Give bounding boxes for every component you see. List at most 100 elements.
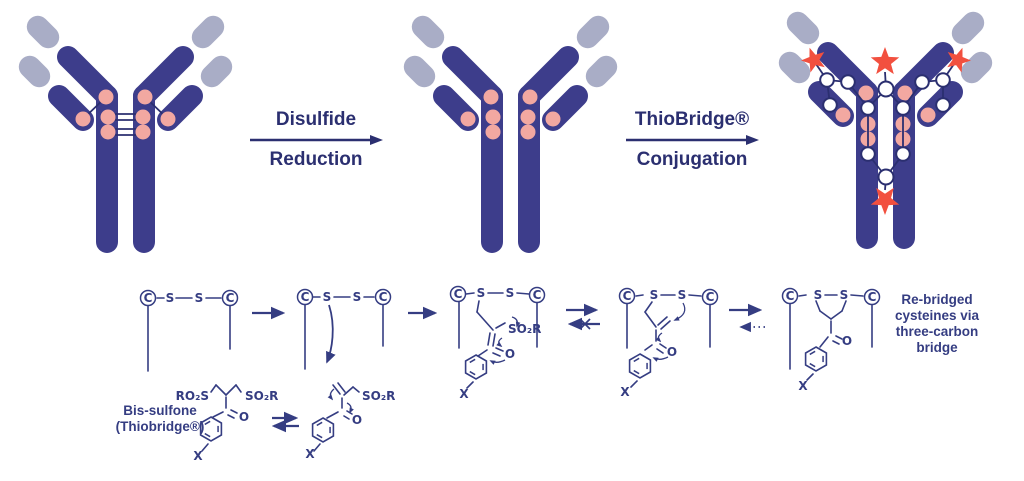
cysteine-c-circle — [449, 285, 467, 303]
atom-c: C — [226, 291, 235, 305]
antibody-body — [403, 15, 618, 253]
cysteine-c-circle — [139, 289, 157, 307]
mechanism-bonds — [147, 292, 873, 452]
atom-x: X — [193, 449, 203, 463]
mechanism-curved-arrow — [496, 337, 503, 348]
atom-c: C — [706, 290, 715, 304]
cysteine-dot — [100, 124, 116, 140]
cysteine-dot — [485, 109, 501, 125]
cysteine-dot — [920, 107, 936, 123]
result-label: Re-bridged cysteines via three-carbon br… — [882, 292, 992, 356]
cysteine-dot — [545, 111, 561, 127]
atom-ro2s: RO₂S — [176, 389, 209, 403]
linker-bead — [935, 72, 951, 88]
step-thiobridge-conjugation: ThioBridge® Conjugation — [623, 109, 761, 171]
atom-c: C — [868, 290, 877, 304]
benzene-ring — [199, 416, 223, 442]
atom-so2r: SO₂R — [245, 389, 278, 403]
payload-star-icon — [947, 47, 971, 73]
atom-o: O — [842, 334, 852, 348]
antibody-native — [18, 15, 233, 253]
reagent-label: Bis-sulfone (Thiobridge®) — [98, 403, 222, 435]
atom-s: S — [195, 291, 204, 305]
cysteine-c-circle — [701, 288, 719, 306]
mechanism-curved-arrow — [346, 402, 354, 414]
cross-icon — [579, 318, 591, 330]
antibody-body — [18, 15, 233, 253]
cysteine-c-circle — [618, 287, 636, 305]
benzene-ring — [804, 346, 828, 372]
result-label-line: three-carbon — [895, 324, 979, 339]
mechanism-curved-arrow — [511, 316, 521, 328]
linker-bead — [860, 100, 876, 116]
linker-bead — [895, 146, 911, 162]
step-label-bottom: Conjugation — [636, 149, 748, 170]
antibody-conjugated — [778, 11, 993, 249]
cysteine-dot — [522, 89, 538, 105]
result-label-line: Re-bridged — [901, 292, 973, 307]
cysteine-c-circle — [781, 287, 799, 305]
linker-bead — [819, 72, 835, 88]
benzene-ring — [311, 417, 335, 443]
atom-c: C — [379, 290, 388, 304]
cysteine-dot — [858, 85, 874, 101]
right-arrow-icon — [249, 135, 383, 145]
cysteine-dot — [98, 89, 114, 105]
mechanism-curved-arrow — [652, 356, 669, 362]
atom-o: O — [667, 345, 677, 359]
atom-x: X — [620, 385, 630, 399]
mechanism-curved-arrow — [489, 359, 506, 365]
reagent-label-line: Bis-sulfone — [123, 403, 197, 418]
atom-x: X — [798, 379, 808, 393]
step-label-bottom: Reduction — [269, 149, 363, 170]
atom-so2r: SO₂R — [362, 389, 395, 403]
cysteine-dot — [75, 111, 91, 127]
step-disulfide-reduction: Disulfide Reduction — [247, 109, 385, 171]
atom-x: X — [459, 387, 469, 401]
linker-bead — [935, 97, 951, 113]
atom-c: C — [454, 287, 463, 301]
cysteine-c-circle — [528, 286, 546, 304]
cysteine-dot — [100, 109, 116, 125]
atom-c: C — [533, 288, 542, 302]
antibody-reduced — [403, 15, 618, 253]
atom-so2r: SO₂R — [508, 322, 541, 336]
linker-bead — [877, 80, 895, 98]
antibody-body — [778, 11, 993, 249]
linker-bead — [914, 74, 930, 90]
linker-bead — [860, 146, 876, 162]
benzene-ring — [464, 354, 488, 380]
conjugate-linkers — [801, 47, 971, 215]
cysteine-dot — [485, 124, 501, 140]
right-arrow-icon — [625, 135, 759, 145]
payload-star-icon — [870, 47, 900, 75]
cysteine-dot — [160, 111, 176, 127]
atom-c: C — [623, 289, 632, 303]
atom-c: C — [786, 289, 795, 303]
mechanism-curved-arrow — [655, 332, 663, 343]
atom-x: X — [305, 447, 315, 461]
atom-s: S — [477, 286, 486, 300]
atom-o: O — [352, 413, 362, 427]
payload-star-icon — [801, 47, 825, 73]
cysteine-dot — [135, 124, 151, 140]
cysteine-c-circle — [374, 288, 392, 306]
linker-bead — [877, 168, 895, 186]
result-label-line: cysteines via — [894, 308, 980, 323]
cysteine-dot — [520, 109, 536, 125]
cysteine-dot — [520, 124, 536, 140]
mechanism-curved-arrow — [327, 388, 335, 401]
cysteine-c-circle — [296, 288, 314, 306]
atom-s: S — [840, 288, 849, 302]
atom-s: S — [166, 291, 175, 305]
atom-s: S — [353, 290, 362, 304]
cysteine-c-circle — [863, 288, 881, 306]
atom-s: S — [506, 286, 515, 300]
atom-c: C — [301, 290, 310, 304]
cysteine-dot — [135, 109, 151, 125]
atom-o: O — [239, 410, 249, 424]
cysteine-dot — [460, 111, 476, 127]
